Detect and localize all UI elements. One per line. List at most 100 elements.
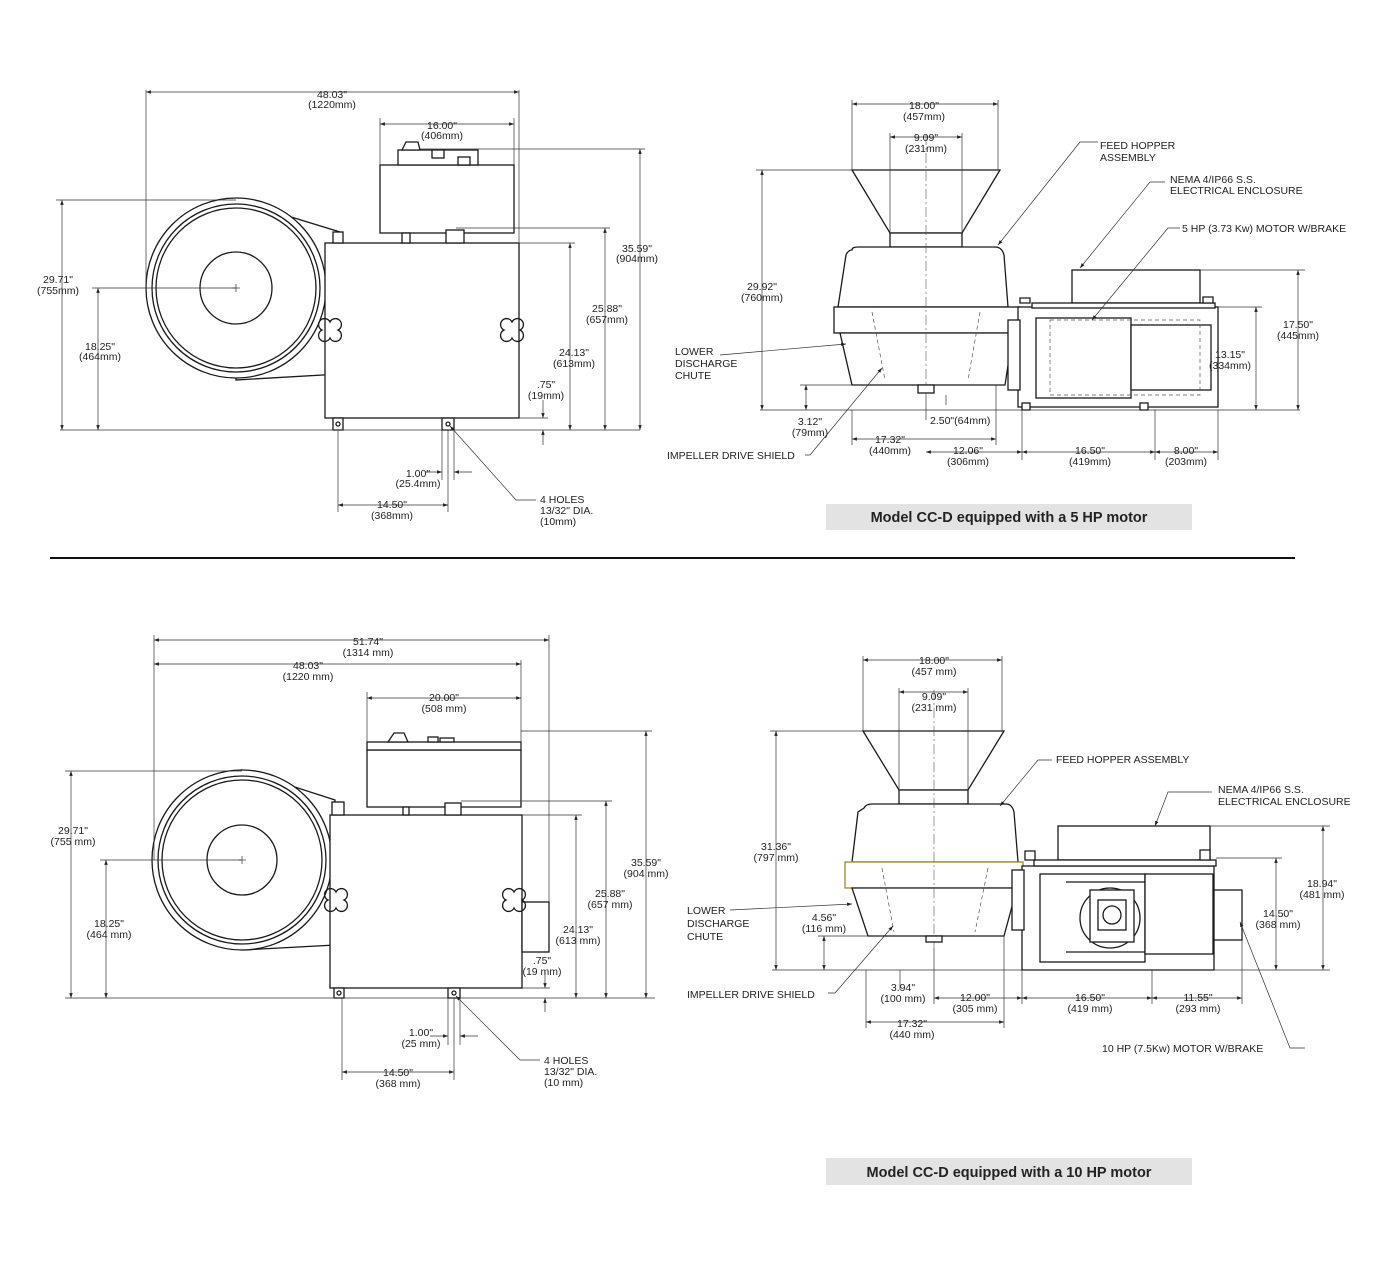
- svg-text:(19mm): (19mm): [528, 390, 564, 402]
- svg-text:(25 mm): (25 mm): [401, 1038, 440, 1050]
- svg-text:CHUTE: CHUTE: [675, 370, 711, 382]
- svg-text:(334mm): (334mm): [1209, 360, 1251, 372]
- svg-text:(79mm): (79mm): [792, 427, 828, 439]
- svg-text:.75": .75": [533, 955, 552, 967]
- svg-text:Model CC-D equipped with a 10: Model CC-D equipped with a 10 HP motor: [867, 1165, 1152, 1181]
- svg-text:(440mm): (440mm): [869, 445, 911, 457]
- feed-hopper: [861, 730, 1006, 791]
- svg-text:(305 mm): (305 mm): [953, 1003, 998, 1015]
- svg-text:3.12": 3.12": [798, 416, 822, 428]
- svg-text:(419 mm): (419 mm): [1068, 1003, 1113, 1015]
- svg-text:Model CC-D equipped with a 5 H: Model CC-D equipped with a 5 HP motor: [871, 510, 1148, 526]
- svg-text:(203mm): (203mm): [1165, 456, 1207, 468]
- svg-text:48.03": 48.03": [317, 89, 347, 101]
- svg-text:(481 mm): (481 mm): [1300, 889, 1345, 901]
- svg-text:(508 mm): (508 mm): [422, 703, 467, 715]
- svg-text:17.32": 17.32": [875, 434, 905, 446]
- svg-text:9.09": 9.09": [914, 132, 938, 144]
- svg-text:(419mm): (419mm): [1069, 456, 1111, 468]
- svg-text:ELECTRICAL ENCLOSURE: ELECTRICAL ENCLOSURE: [1170, 185, 1303, 197]
- svg-text:(760mm): (760mm): [741, 292, 783, 304]
- svg-text:35.59": 35.59": [631, 857, 661, 869]
- svg-text:29.71": 29.71": [43, 274, 73, 286]
- bottom-right-view: 18.00" (457 mm) 9.09" (231 mm) 31.36" (7…: [687, 655, 1351, 1055]
- svg-text:14.50": 14.50": [383, 1067, 413, 1079]
- svg-text:(100 mm): (100 mm): [881, 993, 926, 1005]
- svg-text:16.50": 16.50": [1075, 445, 1105, 457]
- svg-text:(464mm): (464mm): [79, 351, 121, 363]
- svg-text:14.50": 14.50": [377, 499, 407, 511]
- svg-text:ASSEMBLY: ASSEMBLY: [1100, 152, 1156, 164]
- svg-text:(904 mm): (904 mm): [624, 868, 669, 880]
- svg-text:17.50": 17.50": [1283, 319, 1313, 331]
- svg-text:(613 mm): (613 mm): [556, 935, 601, 947]
- top-right-view: 18.00" (457mm) 9.09" (231mm) 29.92" (760…: [667, 100, 1346, 468]
- svg-text:(1220mm): (1220mm): [308, 99, 356, 111]
- svg-text:12.00": 12.00": [960, 992, 990, 1004]
- svg-text:25.88": 25.88": [592, 303, 622, 315]
- svg-text:(457mm): (457mm): [903, 111, 945, 123]
- svg-text:(657 mm): (657 mm): [588, 899, 633, 911]
- electrical-enclosure: [1071, 269, 1201, 304]
- svg-text:48.03": 48.03": [293, 660, 323, 672]
- svg-text:13.15": 13.15": [1215, 349, 1245, 361]
- svg-text:ELECTRICAL ENCLOSURE: ELECTRICAL ENCLOSURE: [1218, 796, 1351, 808]
- svg-text:18.00": 18.00": [919, 655, 949, 667]
- svg-text:(231mm): (231mm): [905, 143, 947, 155]
- electrical-enclosure: [1057, 825, 1211, 861]
- svg-text:3.94": 3.94": [891, 982, 915, 994]
- svg-text:13/32" DIA.: 13/32" DIA.: [544, 1066, 597, 1078]
- top-enclosure: [366, 749, 522, 808]
- svg-text:LOWER: LOWER: [687, 905, 726, 917]
- svg-text:20.00": 20.00": [429, 692, 459, 704]
- svg-text:.75": .75": [537, 379, 556, 391]
- svg-text:(10 mm): (10 mm): [544, 1077, 583, 1089]
- svg-text:(1220 mm): (1220 mm): [283, 671, 334, 683]
- svg-text:(19 mm): (19 mm): [522, 966, 561, 978]
- svg-text:(368 mm): (368 mm): [376, 1078, 421, 1090]
- svg-text:NEMA 4/IP66 S.S.: NEMA 4/IP66 S.S.: [1218, 784, 1304, 796]
- housing: [324, 242, 520, 419]
- drum: [145, 197, 341, 381]
- svg-text:10 HP (7.5Kw) MOTOR W/BRAKE: 10 HP (7.5Kw) MOTOR W/BRAKE: [1102, 1043, 1263, 1055]
- svg-text:DISCHARGE: DISCHARGE: [675, 358, 737, 370]
- svg-text:(657mm): (657mm): [586, 314, 628, 326]
- caption-10hp: Model CC-D equipped with a 10 HP motor: [826, 1158, 1192, 1185]
- svg-text:(306mm): (306mm): [947, 456, 989, 468]
- svg-text:(368 mm): (368 mm): [1256, 919, 1301, 931]
- svg-text:LOWER: LOWER: [675, 346, 714, 358]
- svg-text:DISCHARGE: DISCHARGE: [687, 918, 749, 930]
- housing: [329, 814, 523, 989]
- svg-text:4 HOLES: 4 HOLES: [544, 1055, 588, 1067]
- top-enclosure: [379, 164, 515, 234]
- svg-text:24.13": 24.13": [563, 924, 593, 936]
- bottom-left-view: 51.74" (1314 mm) 48.03" (1220 mm) 20.00"…: [51, 635, 669, 1090]
- svg-text:8.00": 8.00": [1174, 445, 1198, 457]
- svg-text:14.50": 14.50": [1263, 908, 1293, 920]
- svg-text:35.59": 35.59": [622, 243, 652, 255]
- svg-text:(440 mm): (440 mm): [890, 1029, 935, 1041]
- svg-text:5 HP (3.73 Kw) MOTOR W/BRAKE: 5 HP (3.73 Kw) MOTOR W/BRAKE: [1182, 223, 1346, 235]
- svg-text:12.06": 12.06": [953, 445, 983, 457]
- svg-text:IMPELLER DRIVE SHIELD: IMPELLER DRIVE SHIELD: [667, 450, 795, 462]
- svg-text:(445mm): (445mm): [1277, 330, 1319, 342]
- svg-text:13/32" DIA.: 13/32" DIA.: [540, 505, 593, 517]
- svg-text:51.74": 51.74": [353, 636, 383, 648]
- svg-text:4 HOLES: 4 HOLES: [540, 494, 584, 506]
- svg-text:29.92": 29.92": [747, 281, 777, 293]
- svg-text:(116 mm): (116 mm): [802, 923, 846, 935]
- svg-text:FEED HOPPER ASSEMBLY: FEED HOPPER ASSEMBLY: [1056, 754, 1189, 766]
- svg-text:CHUTE: CHUTE: [687, 931, 723, 943]
- svg-text:11.55": 11.55": [1183, 992, 1212, 1004]
- svg-text:(613mm): (613mm): [553, 358, 595, 370]
- svg-text:(464 mm): (464 mm): [87, 929, 132, 941]
- svg-text:1.00": 1.00": [409, 1027, 433, 1039]
- caption-5hp: Model CC-D equipped with a 5 HP motor: [826, 504, 1192, 530]
- svg-text:16.00": 16.00": [427, 120, 457, 132]
- svg-text:(406mm): (406mm): [421, 130, 463, 142]
- svg-text:4.56": 4.56": [812, 912, 836, 924]
- svg-text:2.50"(64mm): 2.50"(64mm): [930, 415, 990, 427]
- svg-text:18.25": 18.25": [94, 918, 124, 930]
- svg-text:IMPELLER DRIVE SHIELD: IMPELLER DRIVE SHIELD: [687, 989, 815, 1001]
